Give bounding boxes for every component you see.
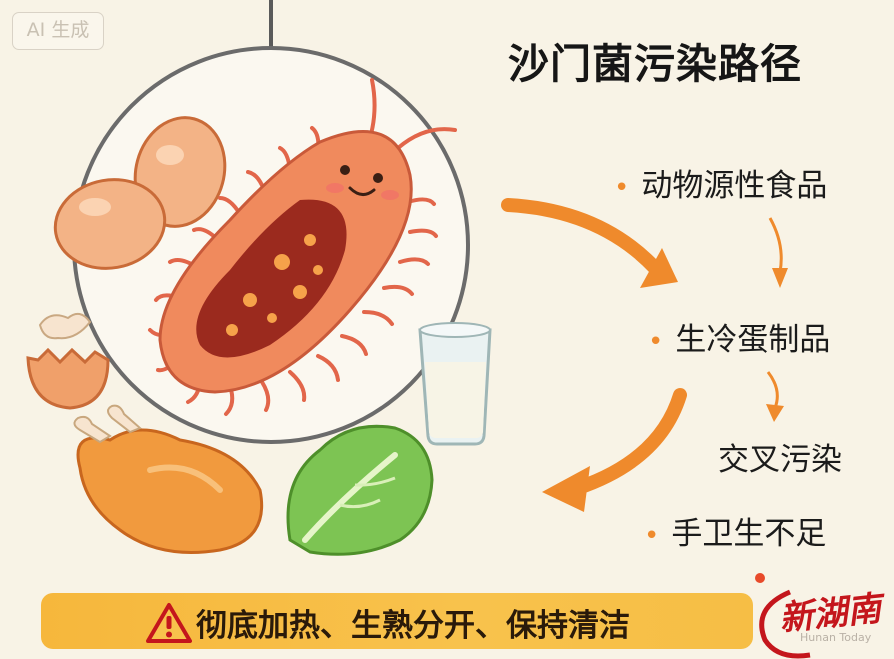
step-raw-egg: • 生冷蛋制品 (648, 314, 830, 359)
bullet-dot: • (614, 173, 630, 203)
step-animal-food: • 动物源性食品 (614, 160, 827, 205)
step-label: 生冷蛋制品 (675, 322, 831, 358)
broken-egg-icon (26, 312, 110, 410)
brand-logo-sub: Hunan Today (800, 631, 872, 644)
logo-mark (755, 573, 811, 659)
bullet-dot: • (644, 521, 660, 551)
ai-generated-badge: AI 生成 (12, 12, 104, 50)
bullet-dot: • (648, 327, 664, 357)
step-label: 动物源性食品 (641, 168, 828, 204)
chicken-icon (73, 404, 264, 554)
safety-banner-text: 彻底加热、生熟分开、保持清洁 (196, 608, 630, 644)
step-cross-contamination: 交叉污染 (718, 434, 842, 479)
step-label: 交叉污染 (718, 442, 842, 478)
arrow-icon (501, 198, 788, 512)
step-hand-hygiene: • 手卫生不足 (644, 508, 826, 553)
milk-glass-icon (418, 322, 492, 446)
step-label: 手卫生不足 (671, 516, 827, 552)
egg-icon (53, 116, 227, 270)
page-title: 沙门菌污染路径 (508, 40, 802, 88)
bacterium-icon (148, 78, 457, 416)
warning-icon (146, 603, 192, 643)
lettuce-icon (286, 424, 434, 556)
